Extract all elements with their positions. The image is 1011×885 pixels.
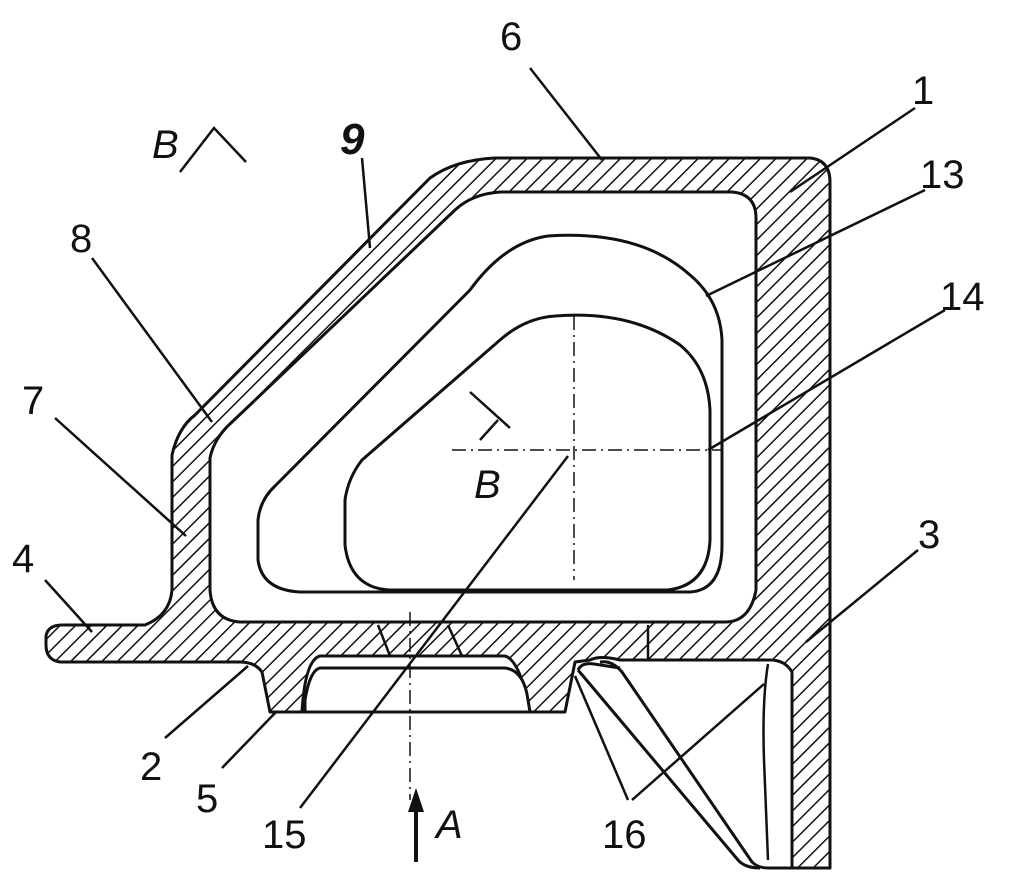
contour-14 — [343, 313, 712, 592]
leader-16 — [573, 675, 765, 801]
rib-16 — [599, 660, 792, 870]
leader-1 — [789, 106, 916, 194]
label-8: 8 — [70, 217, 92, 261]
label-section-b-center: B — [474, 463, 501, 507]
label-6: 6 — [500, 15, 522, 59]
label-view-a: A — [434, 803, 463, 847]
hatched-wall-section — [44, 156, 832, 870]
label-13: 13 — [920, 153, 965, 197]
leader-4 — [44, 579, 93, 633]
label-5: 5 — [196, 777, 218, 821]
label-14: 14 — [940, 275, 985, 319]
label-3: 3 — [918, 513, 940, 557]
bottom-pocket — [303, 666, 532, 714]
label-1: 1 — [912, 69, 934, 113]
label-2: 2 — [140, 745, 162, 789]
leader-7 — [54, 417, 187, 537]
leader-6 — [529, 67, 603, 161]
label-section-b-top: B — [152, 123, 179, 167]
leader-5 — [221, 711, 277, 769]
label-15: 15 — [262, 813, 307, 857]
section-mark-top — [179, 126, 247, 173]
leader-3 — [805, 549, 919, 643]
rib-16-inner — [576, 662, 761, 870]
leader-2 — [164, 665, 249, 739]
flange-step-line — [376, 624, 392, 657]
label-7: 7 — [22, 379, 44, 423]
section-mark-center — [469, 391, 511, 441]
leader-14 — [707, 308, 946, 452]
rib-16-edge — [762, 663, 770, 861]
label-4: 4 — [12, 537, 34, 581]
view-arrow-a-head — [408, 788, 424, 812]
leader-9 — [360, 157, 372, 249]
flange-step-line — [446, 624, 464, 657]
label-9: 9 — [340, 115, 365, 164]
contour-13 — [256, 233, 724, 594]
label-16: 16 — [602, 813, 647, 857]
leader-13 — [705, 188, 926, 298]
leader-8 — [90, 257, 214, 423]
leader-15 — [299, 455, 569, 809]
